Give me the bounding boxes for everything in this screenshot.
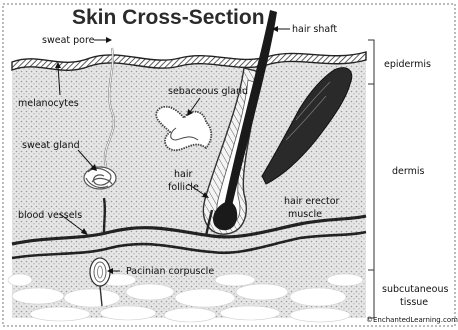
label-dermis: dermis bbox=[392, 166, 425, 177]
label-sweat-gland: sweat gland bbox=[22, 140, 80, 151]
sweat-gland bbox=[84, 167, 116, 189]
label-melanocytes: melanocytes bbox=[18, 98, 79, 109]
label-epidermis: epidermis bbox=[384, 59, 431, 70]
label-subcutaneous: subcutaneous bbox=[382, 284, 448, 295]
label-sebaceous-gland: sebaceous gland bbox=[168, 86, 248, 97]
label-tissue: tissue bbox=[400, 297, 428, 308]
label-muscle: muscle bbox=[288, 209, 322, 220]
label-blood-vessels: blood vessels bbox=[18, 210, 82, 221]
label-sweat-pore: sweat pore bbox=[42, 35, 95, 46]
region-brackets bbox=[368, 40, 374, 318]
diagram-title: Skin Cross-Section bbox=[72, 6, 265, 29]
label-hair: hair bbox=[174, 169, 192, 180]
label-hair-shaft: hair shaft bbox=[292, 24, 337, 35]
label-follicle: follicle bbox=[168, 182, 199, 193]
copyright-credit: ©EnchantedLearning.com bbox=[366, 316, 458, 324]
label-hair-erector: hair erector bbox=[284, 196, 340, 207]
label-pacinian-corpuscle: Pacinian corpuscle bbox=[126, 266, 214, 277]
